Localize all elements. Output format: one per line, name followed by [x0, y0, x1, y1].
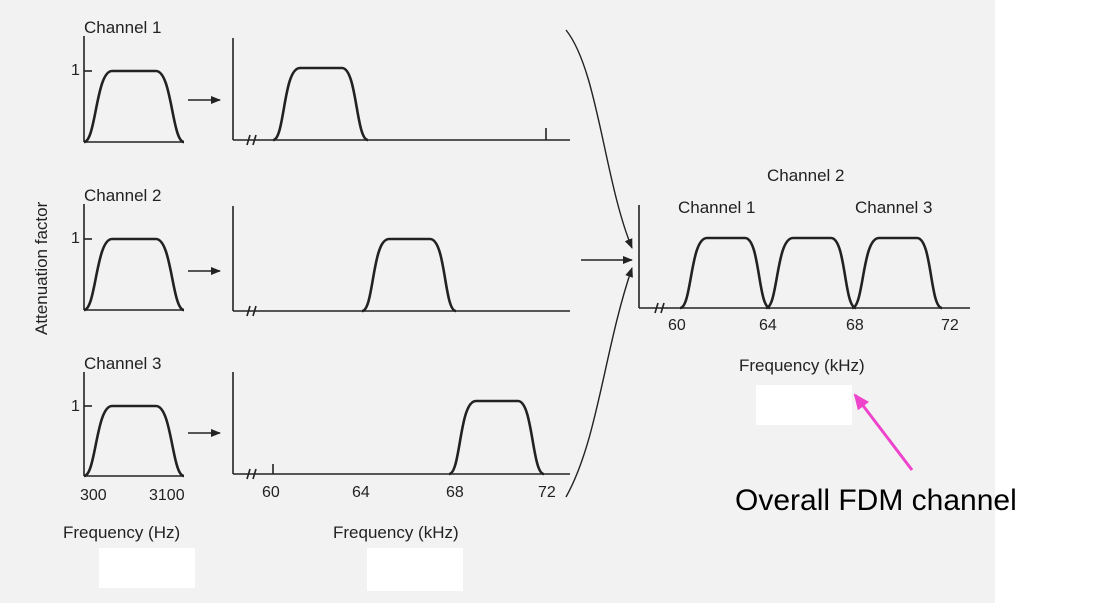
channel-1-title: Channel 1	[84, 18, 162, 37]
row1-axis-break	[246, 134, 257, 146]
row2-axis-break	[246, 305, 257, 317]
fdm-channel-1-label: Channel 1	[678, 198, 756, 217]
fdm-tick-60: 60	[668, 317, 686, 334]
fdm-tick-68: 68	[846, 317, 864, 334]
row1-unit-tick: 1	[71, 62, 80, 79]
row3-unit-tick: 1	[71, 398, 80, 415]
shifted-tick-68: 68	[446, 484, 464, 501]
blank-box-shifted	[367, 548, 463, 591]
channel-2-title: Channel 2	[84, 186, 162, 205]
fdm-tick-64: 64	[759, 317, 777, 334]
blank-box-baseband	[99, 548, 195, 588]
callout-arrow	[853, 393, 914, 471]
y-axis-label: Attenuation factor	[32, 201, 51, 335]
fdm-channel-3-label: Channel 3	[855, 198, 933, 217]
row2-shifted-curve	[361, 237, 457, 313]
blank-box-fdm	[756, 385, 852, 425]
combine-arrow-bottom	[565, 267, 633, 498]
row1-baseband-curve	[83, 69, 185, 144]
row2-unit-tick: 1	[71, 230, 80, 247]
row3-shifted-curve	[448, 399, 545, 476]
shifted-tick-60: 60	[262, 484, 280, 501]
shifted-tick-64: 64	[352, 484, 370, 501]
callout-text: Overall FDM channel	[735, 484, 1017, 517]
combine-arrow-top	[565, 29, 633, 249]
row3-baseband-curve	[83, 404, 185, 478]
baseband-tick-300: 300	[80, 487, 107, 504]
row1-shifted-curve	[272, 66, 369, 142]
baseband-tick-3100: 3100	[149, 487, 185, 504]
row3-axis-break	[246, 468, 257, 480]
baseband-x-axis-label: Frequency (Hz)	[63, 523, 180, 542]
fdm-channel-1-curve	[679, 236, 771, 310]
fdm-tick-72: 72	[941, 317, 959, 334]
row2-baseband-curve	[83, 237, 185, 312]
shifted-tick-72: 72	[538, 484, 556, 501]
fdm-axis-break	[654, 302, 665, 314]
shifted-x-axis-label: Frequency (kHz)	[333, 523, 459, 542]
fdm-channel-2-label: Channel 2	[767, 166, 845, 185]
fdm-channel-3-curve	[851, 236, 943, 310]
fdm-x-axis-label: Frequency (kHz)	[739, 356, 865, 375]
diagram-background	[0, 0, 995, 603]
fdm-channel-2-curve	[765, 236, 857, 310]
channel-3-title: Channel 3	[84, 354, 162, 373]
